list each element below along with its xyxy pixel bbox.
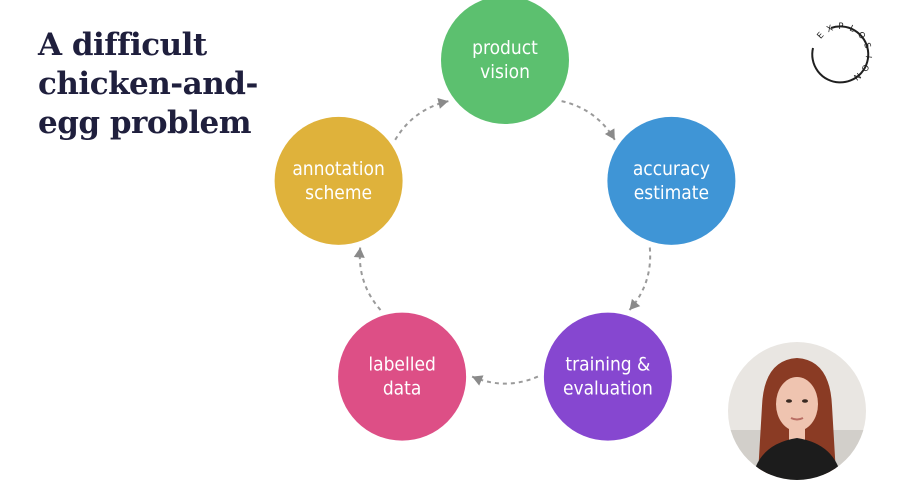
cycle-node-label: estimate xyxy=(634,182,709,204)
logo-letter: I xyxy=(863,55,873,59)
logo-letter: P xyxy=(838,22,843,32)
logo-letter: O xyxy=(855,30,867,42)
cycle-arrow-head xyxy=(604,128,615,140)
slide-title: A difficult chicken-and- egg problem xyxy=(38,26,278,143)
logo-letter: O xyxy=(858,62,870,73)
logo-letter: S xyxy=(861,42,872,50)
logo-letter: E xyxy=(815,31,826,42)
cycle-node-circle xyxy=(441,0,569,124)
cycle-arrow-line xyxy=(358,247,382,311)
cycle-node-label: product xyxy=(472,37,538,59)
cycle-node-label: labelled xyxy=(368,354,435,376)
slide-title-line: egg problem xyxy=(38,105,252,141)
cycle-arrow-head xyxy=(437,98,449,109)
cycle-node-circle xyxy=(274,116,403,245)
cycle-node-label: accuracy xyxy=(633,158,710,180)
cycle-arrow-line xyxy=(394,100,449,141)
slide-title-line: chicken-and- xyxy=(38,66,258,102)
cycle-node-circle xyxy=(543,312,672,441)
cycle-node-label: scheme xyxy=(305,182,372,204)
cycle-node-training-evaluation: training &evaluation xyxy=(543,312,672,441)
cycle-node-label: data xyxy=(383,378,422,400)
cycle-node-label: evaluation xyxy=(563,378,653,400)
logo-letter: X xyxy=(825,24,835,36)
logo-letter: L xyxy=(848,24,857,35)
logo-ring xyxy=(811,25,870,84)
cycle-arrow-line xyxy=(561,100,616,141)
cycle-arrow-head xyxy=(629,298,641,310)
slide-title-line: A difficult xyxy=(38,27,207,63)
cycle-arrow-head xyxy=(472,375,484,386)
cycle-node-label: annotation xyxy=(292,158,385,180)
cycle-node-label: training & xyxy=(565,354,650,376)
cycle-arrow-line xyxy=(471,375,539,385)
logo-letter: N xyxy=(851,70,862,82)
cycle-node-circle xyxy=(607,116,736,245)
presenter-webcam xyxy=(728,342,866,480)
presenter-face xyxy=(776,377,818,431)
presenter-clothing xyxy=(752,438,842,480)
cycle-node-circle xyxy=(338,312,467,441)
cycle-arrow-head xyxy=(353,247,365,258)
cycle-node-label: vision xyxy=(480,61,530,83)
cycle-arrow-line xyxy=(628,247,652,311)
